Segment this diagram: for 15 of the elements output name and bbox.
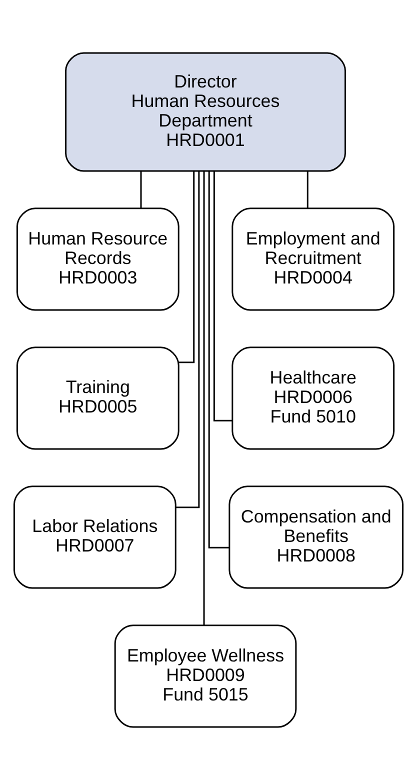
node-box: Human Resource Records HRD0003 (16, 208, 180, 311)
connector (178, 171, 195, 364)
connector (140, 171, 142, 208)
node-box: Training HRD0005 (16, 346, 180, 450)
node-box: Healthcare HRD0006 Fund 5010 (232, 346, 395, 450)
node-box: Employee Wellness HRD0009 Fund 5015 (114, 624, 297, 728)
connector (208, 171, 230, 548)
connector (306, 171, 308, 208)
node-box: Compensation and Benefits HRD0008 (228, 486, 404, 589)
node-box: Labor Relations HRD0007 (13, 486, 176, 589)
connector (213, 172, 232, 422)
node-box: Director Human Resources Department HRD0001 (65, 52, 346, 172)
connector (176, 171, 200, 508)
connector (203, 171, 205, 626)
node-box: Employment and Recruitment HRD0004 (232, 208, 395, 311)
